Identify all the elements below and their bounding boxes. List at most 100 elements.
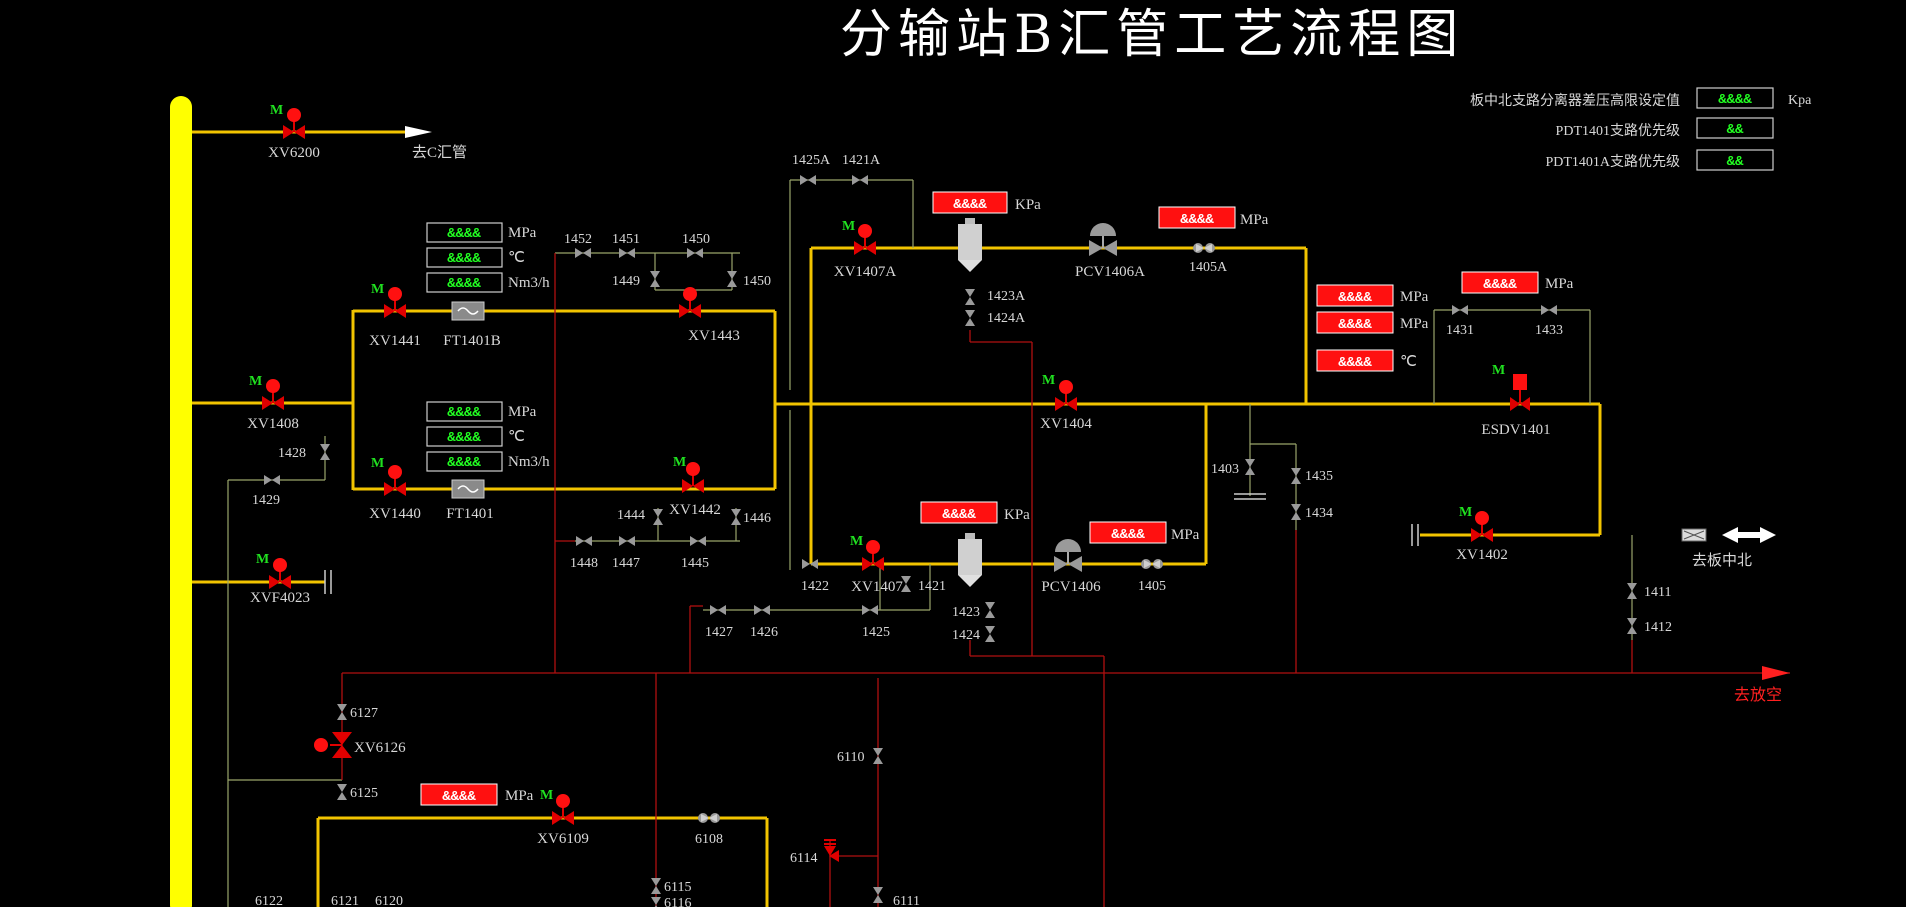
pcv1406a-pressure-unit: MPa xyxy=(1240,212,1269,228)
xv6200-label: XV6200 xyxy=(268,145,320,161)
manual-valve-icon[interactable] xyxy=(862,605,878,615)
manual-valve-icon[interactable] xyxy=(1291,504,1301,520)
manual-valve-icon[interactable] xyxy=(653,509,663,525)
manual-valve-icon[interactable] xyxy=(575,248,591,258)
manual-valve-icon[interactable] xyxy=(687,248,703,258)
to-bzb-label[interactable]: 去板中北 xyxy=(1692,551,1752,569)
relief-6114-icon[interactable] xyxy=(824,839,839,862)
manual-valve-icon[interactable] xyxy=(985,626,995,642)
xv6200-valve[interactable] xyxy=(282,107,306,140)
ft1401b-pressure-box[interactable] xyxy=(426,222,503,243)
ft1401-pressure-box[interactable] xyxy=(426,401,503,422)
manual-valve-icon[interactable] xyxy=(690,536,706,546)
outlet-pressure-1-box[interactable] xyxy=(1316,284,1394,307)
manual-valve-icon[interactable] xyxy=(873,887,883,903)
pcv1406a-pressure-box[interactable] xyxy=(1158,206,1236,229)
xv1404-valve[interactable] xyxy=(1054,379,1078,412)
manual-valve-icon[interactable] xyxy=(985,602,995,618)
manual-valve-icon[interactable] xyxy=(619,248,635,258)
tag-6116: 6116 xyxy=(664,896,691,907)
xv6126-label: XV6126 xyxy=(354,740,406,756)
tag-1425a: 1425A xyxy=(792,153,831,168)
bypass-lines xyxy=(227,179,1633,907)
xv1441-valve[interactable] xyxy=(383,286,407,319)
manual-valve-icon[interactable] xyxy=(698,813,720,823)
ft1401-temp-box[interactable] xyxy=(426,426,503,447)
manual-valve-icon[interactable] xyxy=(576,536,592,546)
ft1401b-flow-value: &&&& xyxy=(447,276,481,292)
tag-1433: 1433 xyxy=(1535,323,1563,338)
xv1442-label: XV1442 xyxy=(669,502,721,518)
ft1401-pressure-unit: MPa xyxy=(508,404,537,420)
page-title: 分输站B汇管工艺流程图 xyxy=(840,5,1464,65)
vent-destination-label[interactable]: 去放空 xyxy=(1734,686,1782,704)
manual-valve-icon[interactable] xyxy=(651,878,661,894)
xv1402-valve[interactable] xyxy=(1470,510,1494,543)
manual-valve-icon[interactable] xyxy=(1541,305,1557,315)
tag-1405a: 1405A xyxy=(1189,260,1228,275)
filter-1401-dp-value: &&&& xyxy=(942,507,976,523)
xv1407-valve[interactable] xyxy=(861,539,885,572)
manual-valve-icon[interactable] xyxy=(1141,559,1163,569)
ft1401-temp-value: &&&& xyxy=(447,430,481,446)
manual-valve-icon[interactable] xyxy=(727,271,737,287)
bypass-pressure-box[interactable] xyxy=(1461,271,1539,294)
manual-valve-icon[interactable] xyxy=(754,605,770,615)
xv1404-label: XV1404 xyxy=(1040,416,1092,432)
xv1408-valve[interactable] xyxy=(261,378,285,411)
pcv1406-pressure-box[interactable] xyxy=(1089,521,1167,544)
manual-valve-icon[interactable] xyxy=(1627,583,1637,599)
xv6109-pressure-box[interactable] xyxy=(420,783,498,806)
manual-valve-icon[interactable] xyxy=(1193,243,1215,253)
xv1440-valve[interactable] xyxy=(383,464,407,497)
manual-valve-icon[interactable] xyxy=(651,897,661,907)
pdt1401-priority-box[interactable] xyxy=(1696,117,1774,139)
tag-1421: 1421 xyxy=(918,579,946,594)
ft1401-flowmeter-icon[interactable] xyxy=(451,479,485,499)
bypass-pressure-unit: MPa xyxy=(1545,276,1574,292)
manual-valve-icon[interactable] xyxy=(731,509,741,525)
filter-1401-dp-box[interactable] xyxy=(920,501,998,524)
xvf4023-valve[interactable] xyxy=(268,557,292,590)
manual-valve-icon[interactable] xyxy=(264,475,280,485)
manual-valve-icon[interactable] xyxy=(710,605,726,615)
manual-valve-icon[interactable] xyxy=(650,271,660,287)
esdv1401-label: ESDV1401 xyxy=(1481,422,1550,438)
manual-valve-icon[interactable] xyxy=(965,289,975,305)
ft1401b-flow-box[interactable] xyxy=(426,272,503,293)
pdt1401a-priority-box[interactable] xyxy=(1696,149,1774,171)
manual-valve-icon[interactable] xyxy=(619,536,635,546)
filter-1401a-dp-box[interactable] xyxy=(932,191,1008,214)
manual-valve-icon[interactable] xyxy=(1291,468,1301,484)
ft1401b-flowmeter-icon[interactable] xyxy=(451,301,485,321)
manual-valve-icon[interactable] xyxy=(337,784,347,800)
pcv1406a-valve[interactable] xyxy=(1088,222,1118,257)
tag-1450: 1450 xyxy=(743,274,771,289)
xv6126-valve[interactable] xyxy=(314,732,352,758)
tag-1434: 1434 xyxy=(1305,506,1333,521)
tag-1424a: 1424A xyxy=(987,311,1026,326)
manual-valve-icon[interactable] xyxy=(873,748,883,764)
pcv1406-valve[interactable] xyxy=(1053,538,1083,573)
manual-valve-icon[interactable] xyxy=(320,444,330,460)
manual-valve-icon[interactable] xyxy=(1452,305,1468,315)
manual-valve-icon[interactable] xyxy=(800,175,816,185)
diff-pressure-box[interactable] xyxy=(1696,87,1774,109)
manual-valve-icon[interactable] xyxy=(1627,618,1637,634)
xv6109-valve[interactable] xyxy=(551,793,575,826)
manual-valve-icon[interactable] xyxy=(337,704,347,720)
ft1401-flow-box[interactable] xyxy=(426,451,503,472)
ft1401-pressure-value: &&&& xyxy=(447,405,481,421)
to-c-label[interactable]: 去C汇管 xyxy=(412,144,467,161)
ft1401b-temp-box[interactable] xyxy=(426,247,503,268)
outlet-pressure-2-box[interactable] xyxy=(1316,311,1394,334)
main-header-pipe xyxy=(170,96,192,907)
xv1443-valve[interactable] xyxy=(678,286,702,319)
xv1407a-valve[interactable] xyxy=(853,223,877,256)
manual-valve-icon[interactable] xyxy=(852,175,868,185)
outlet-temp-box[interactable] xyxy=(1316,349,1394,372)
xv1440-motor-tag: M xyxy=(371,456,384,471)
manual-valve-icon[interactable] xyxy=(965,310,975,326)
ft1401-flow-value: &&&& xyxy=(447,455,481,471)
manual-valve-icon[interactable] xyxy=(1245,459,1255,475)
